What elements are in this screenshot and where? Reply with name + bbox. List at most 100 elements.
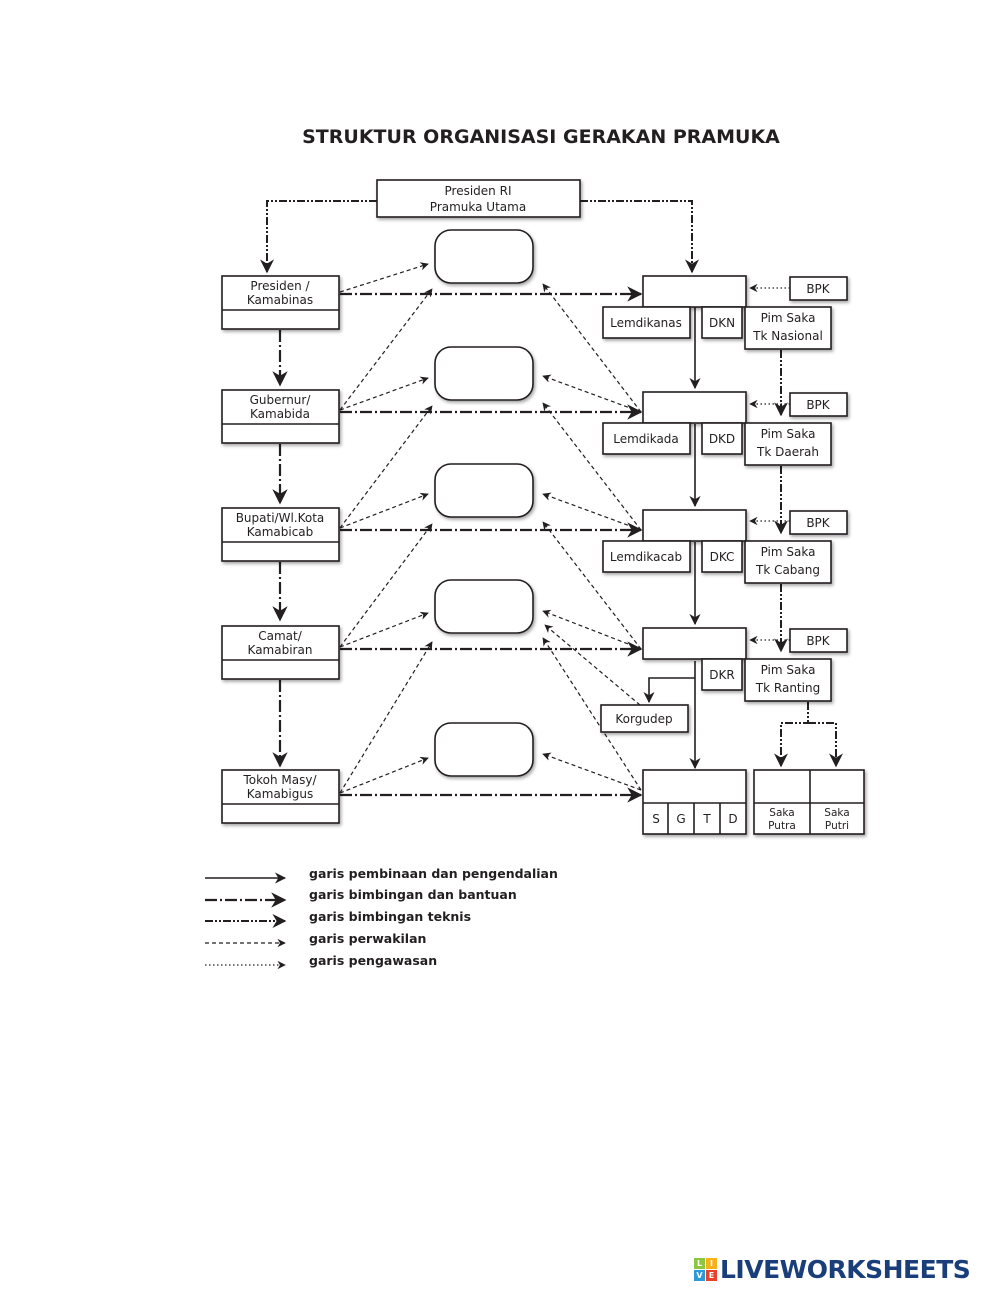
- bpk-box: [789, 392, 848, 417]
- pim-saka-line1: Pim Saka: [761, 427, 816, 441]
- brand-text: LIVEWORKSHEETS: [720, 1254, 971, 1284]
- page-title: STRUKTUR ORGANISASI GERAKAN PRAMUKA: [302, 126, 780, 148]
- left-node: [221, 507, 340, 562]
- rep-l2-m2: [339, 376, 429, 411]
- to-korgudep: [643, 677, 695, 704]
- dewan-kerja-label: DKC: [710, 550, 735, 564]
- pim-saka-line2: Tk Daerah: [756, 445, 819, 459]
- left-node-line1: Tokoh Masy/: [242, 773, 317, 787]
- logo-letter-e: E: [706, 1269, 717, 1281]
- left-node-line2: Kamabicab: [247, 525, 314, 539]
- rep-l4-m3: [339, 523, 433, 648]
- left-node-line1: Camat/: [258, 629, 302, 643]
- rep-l5-m4: [339, 641, 433, 794]
- lemdika-label: Lemdikanas: [610, 316, 682, 330]
- left-node-line1: Presiden /: [250, 279, 310, 293]
- top-node-line2: Pramuka Utama: [430, 200, 526, 214]
- dewan-kerja-box: [701, 658, 743, 691]
- bpk-box: [789, 628, 848, 653]
- pim-saka-line1: Pim Saka: [761, 663, 816, 677]
- pim-saka-line2: Tk Nasional: [752, 329, 823, 343]
- rep-r2-m2: [542, 374, 642, 413]
- rep-l3-m3: [339, 492, 429, 529]
- pim-to-saka: [774, 702, 809, 768]
- org-chart: Presiden RI Pramuka Utama Presiden /Kama…: [205, 179, 865, 970]
- lemdika-box: [602, 422, 691, 455]
- saka-putra-line2: Putra: [768, 820, 796, 832]
- logo-letter-i: I: [706, 1257, 717, 1269]
- saka-putra-line1: Saka: [769, 807, 794, 819]
- gudep-cell-t: T: [702, 812, 711, 826]
- left-node-line2: Kamabinas: [247, 293, 313, 307]
- left-node: [221, 275, 340, 330]
- kwartir-blank-box[interactable]: [642, 509, 747, 542]
- kwartir-blank-box[interactable]: [642, 275, 747, 308]
- rep-l3-m2: [339, 405, 433, 529]
- left-node: [221, 389, 340, 444]
- bpk-box: [789, 510, 848, 535]
- pim-saka-box: [744, 306, 832, 350]
- dewan-kerja-label: DKR: [709, 668, 734, 682]
- korgudep-box: [600, 704, 689, 733]
- pim-saka-box: [744, 540, 832, 584]
- kwartir-blank-box[interactable]: [642, 627, 747, 660]
- pim-saka-line2: Tk Ranting: [755, 681, 820, 695]
- rep-r5-m4: [542, 637, 642, 791]
- pim-saka-line1: Pim Saka: [761, 545, 816, 559]
- bpk-label: BPK: [806, 398, 830, 412]
- legend-label-2: garis bimbingan dan bantuan: [309, 887, 517, 902]
- gudep-cell-d: D: [728, 812, 737, 826]
- lemdika-label: Lemdikacab: [610, 550, 682, 564]
- connector-lines: [260, 200, 843, 803]
- legend-label-4: garis perwakilan: [309, 931, 426, 946]
- bpk-label: BPK: [806, 634, 830, 648]
- bpk-label: BPK: [806, 282, 830, 296]
- dewan-kerja-box: [701, 306, 743, 339]
- pim-saka-line1: Pim Saka: [761, 311, 816, 325]
- top-node: [376, 179, 581, 218]
- pim-saka-line2: Tk Cabang: [755, 563, 820, 577]
- rep-korgudep-m4: [544, 624, 641, 706]
- kwartir-blank-box[interactable]: [642, 391, 747, 424]
- pim-to-saka-2: [808, 722, 843, 768]
- rep-r2-m1: [542, 283, 642, 413]
- left-node-line1: Bupati/Wl.Kota: [236, 511, 325, 525]
- top-to-left-line: [260, 200, 377, 274]
- blank-answer-box[interactable]: [434, 346, 534, 401]
- left-node: [221, 625, 340, 680]
- rep-r3-m2: [542, 402, 642, 531]
- rep-r4-m3: [542, 521, 642, 650]
- legend-label-1: garis pembinaan dan pengendalian: [309, 866, 558, 881]
- rep-l2-m1: [339, 288, 433, 411]
- rep-r4-m4: [542, 609, 642, 650]
- dewan-kerja-label: DKD: [709, 432, 735, 446]
- saka-box: [753, 769, 865, 835]
- legend-label-5: garis pengawasan: [309, 953, 437, 968]
- blank-answer-box[interactable]: [434, 229, 534, 284]
- blank-answer-box[interactable]: [434, 463, 534, 518]
- top-to-right-line: [580, 200, 699, 274]
- gudep-cell-s: S: [652, 812, 660, 826]
- lemdika-box: [602, 540, 691, 573]
- rep-l4-m4: [339, 611, 429, 648]
- top-node-line1: Presiden RI: [445, 184, 512, 198]
- blank-answer-box[interactable]: [434, 579, 534, 634]
- saka-putri-line1: Saka: [824, 807, 849, 819]
- dewan-kerja-box: [701, 540, 743, 573]
- left-node-line2: Kamabigus: [247, 787, 313, 801]
- blank-answer-box[interactable]: [434, 722, 534, 777]
- gudep-cell-g: G: [676, 812, 685, 826]
- legend: garis pembinaan dan pengendalian garis b…: [205, 866, 558, 970]
- rep-r3-m3: [542, 492, 642, 531]
- pim-saka-box: [744, 658, 832, 702]
- lemdika-label: Lemdikada: [613, 432, 679, 446]
- rep-l1-m1: [339, 262, 429, 293]
- korgudep-label: Korgudep: [615, 712, 672, 726]
- left-node-line2: Kamabiran: [248, 643, 313, 657]
- left-node-line1: Gubernur/: [250, 393, 312, 407]
- bpk-box: [789, 276, 848, 301]
- dewan-kerja-box: [701, 422, 743, 455]
- rep-r5-m5: [542, 752, 642, 791]
- logo-letter-l: L: [694, 1257, 705, 1269]
- legend-label-3: garis bimbingan teknis: [309, 909, 471, 924]
